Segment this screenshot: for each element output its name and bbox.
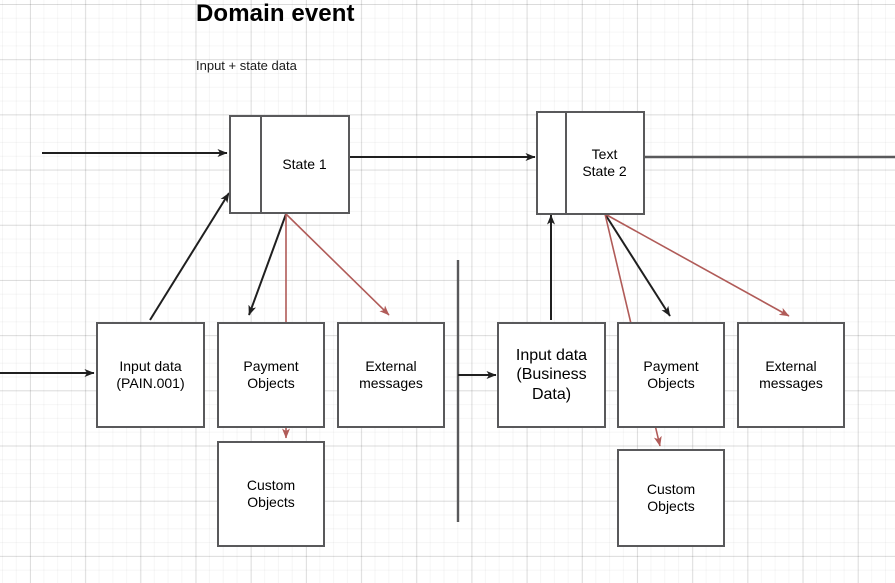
diagram-subtitle: Input + state data — [196, 58, 297, 73]
node-payment-objects-left[interactable]: Payment Objects — [217, 322, 325, 428]
edge-input-left-to-state1 — [149, 192, 230, 321]
node-payment-objects-left-label: Payment Objects — [243, 357, 299, 391]
node-state1[interactable]: State 1 — [229, 115, 350, 214]
edge-state1-to-external-left — [285, 213, 390, 316]
node-input-data-left-label: Input data (PAIN.001) — [116, 357, 185, 391]
node-custom-objects-right[interactable]: Custom Objects — [617, 449, 725, 547]
edge-state2-to-payment-right — [604, 213, 671, 317]
edge-state2-to-external-right — [604, 213, 790, 317]
node-custom-objects-left-label: Custom Objects — [246, 476, 296, 510]
node-custom-objects-right-label: Custom Objects — [646, 480, 696, 514]
node-external-messages-right[interactable]: External messages — [737, 322, 845, 428]
node-input-data-right-label: Input data (Business Data) — [515, 346, 588, 403]
node-external-messages-left-label: External messages — [359, 357, 423, 391]
node-state2-label: Text State 2 — [582, 145, 627, 179]
state2-divider — [565, 113, 567, 213]
page-title: Domain event — [196, 0, 355, 27]
state1-divider — [260, 117, 262, 212]
edge-state1-to-payment-left — [248, 213, 287, 316]
node-state1-label: State 1 — [282, 155, 327, 172]
node-input-data-left[interactable]: Input data (PAIN.001) — [96, 322, 205, 428]
node-external-messages-right-label: External messages — [759, 357, 823, 391]
node-state2[interactable]: Text State 2 — [536, 111, 645, 215]
node-payment-objects-right-label: Payment Objects — [643, 357, 699, 391]
node-payment-objects-right[interactable]: Payment Objects — [617, 322, 725, 428]
node-input-data-right[interactable]: Input data (Business Data) — [497, 322, 606, 428]
node-custom-objects-left[interactable]: Custom Objects — [217, 441, 325, 547]
node-external-messages-left[interactable]: External messages — [337, 322, 445, 428]
